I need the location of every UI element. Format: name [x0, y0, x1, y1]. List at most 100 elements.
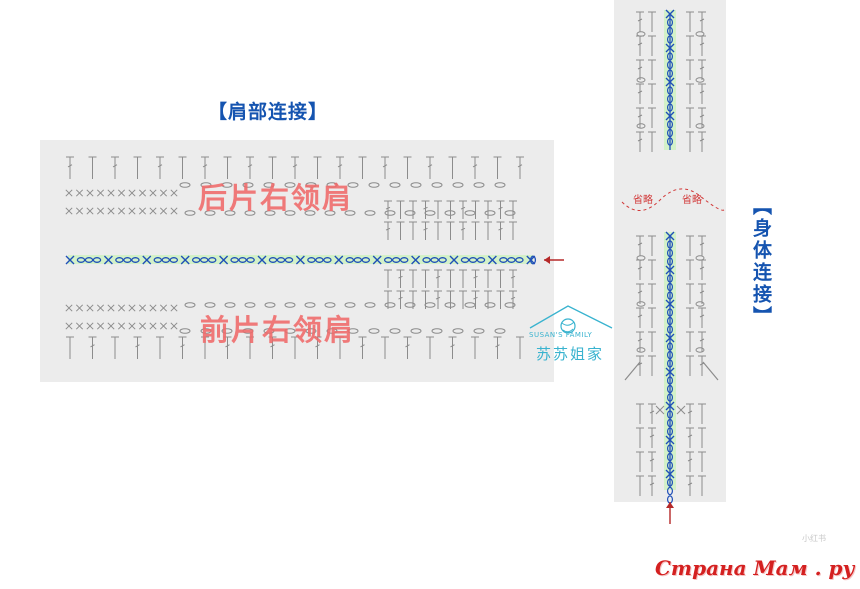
tall-stitch-mark	[686, 427, 694, 448]
chain-stitch-mark	[636, 347, 646, 353]
arrow-left-head	[544, 256, 550, 264]
chain-stitch-mark	[315, 257, 324, 263]
tall-stitch-mark	[291, 156, 299, 179]
tall-stitch-mark	[648, 331, 656, 352]
tall-stitch-mark	[384, 221, 392, 240]
tall-stitch-mark	[496, 290, 505, 309]
tall-stitch-mark	[648, 35, 656, 56]
single-crochet-mark	[107, 322, 115, 330]
omitted-label-right: 省略	[682, 195, 702, 206]
tall-stitch-mark	[698, 107, 706, 128]
tall-stitch-mark	[698, 259, 706, 280]
body-join-heading: 【身体连接】	[750, 196, 772, 328]
tall-stitch-mark	[636, 427, 644, 448]
tall-stitch-mark	[636, 475, 644, 496]
tall-stitch-mark	[133, 156, 142, 179]
chain-stitch-mark	[484, 302, 496, 308]
tall-stitch-mark	[648, 131, 656, 152]
chain-stitch-mark	[666, 128, 673, 138]
chain-stitch-mark	[391, 257, 401, 263]
chain-stitch-mark	[410, 182, 422, 188]
tall-stitch-mark	[509, 200, 517, 219]
chain-stitch-mark	[84, 257, 94, 263]
tall-stitch-mark	[636, 235, 644, 256]
chain-stitch-mark	[264, 302, 276, 308]
yarn-ball-icon	[529, 305, 613, 334]
chain-stitch-mark	[666, 137, 673, 146]
body-stitch-columns	[624, 11, 719, 496]
chain-stitch-mark	[199, 257, 209, 263]
chain-stitch-mark	[221, 182, 233, 188]
chain-stitch-mark	[153, 257, 163, 263]
tall-stitch-mark	[396, 221, 405, 240]
chain-stitch-mark	[666, 60, 673, 70]
tall-stitch-mark	[636, 307, 644, 328]
tall-stitch-mark	[396, 269, 405, 288]
tall-stitch-mark	[448, 156, 457, 179]
single-crochet-mark	[128, 207, 136, 215]
tall-stitch-mark	[686, 451, 694, 472]
site-logo: Страна Мам . ру	[655, 556, 855, 580]
tall-stitch-mark	[446, 290, 455, 309]
tall-stitch-mark	[434, 200, 442, 219]
single-crochet-mark	[65, 207, 73, 215]
chain-stitch-mark	[507, 257, 516, 263]
chain-stitch-mark	[368, 328, 380, 334]
tall-stitch-mark	[636, 259, 644, 280]
tall-stitch-mark	[698, 59, 706, 80]
tall-stitch-mark	[268, 336, 277, 359]
single-crochet-mark	[117, 322, 126, 330]
tall-stitch-mark	[648, 283, 656, 304]
single-crochet-mark	[170, 207, 178, 215]
tall-stitch-mark	[686, 307, 694, 328]
chain-stitch-mark	[284, 328, 296, 334]
chain-stitch-mark	[666, 26, 673, 36]
chain-stitch-mark	[494, 328, 506, 334]
single-crochet-mark	[665, 265, 675, 275]
single-crochet-mark	[665, 111, 675, 121]
chain-stitch-mark	[323, 257, 332, 263]
tall-stitch-mark	[698, 11, 706, 32]
chain-stitch-mark	[305, 328, 317, 334]
chain-stitch-mark	[666, 35, 673, 44]
single-crochet-mark	[676, 405, 686, 415]
single-crochet-mark	[170, 322, 178, 330]
single-crochet-mark	[149, 189, 157, 197]
tall-stitch-mark	[636, 331, 644, 352]
chain-stitch-mark	[636, 77, 646, 83]
tall-stitch-mark	[484, 200, 492, 219]
chain-stitch-mark	[368, 182, 380, 188]
single-crochet-mark	[257, 255, 267, 265]
single-crochet-mark	[665, 333, 675, 343]
chain-stitch-mark	[666, 452, 673, 462]
tall-stitch-mark	[88, 336, 97, 359]
tall-stitch-mark	[636, 403, 644, 424]
chain-stitch-mark	[666, 120, 673, 129]
single-crochet-mark	[655, 405, 665, 415]
yarn-ball	[560, 318, 576, 334]
single-crochet-mark	[107, 207, 115, 215]
chain-stitch-mark	[353, 257, 363, 263]
tall-stitch-mark	[698, 475, 706, 496]
tall-stitch-mark	[636, 83, 644, 104]
chain-stitch-mark	[324, 210, 336, 216]
chain-stitch-mark	[695, 77, 705, 83]
single-crochet-mark	[65, 322, 73, 330]
single-crochet-mark	[149, 207, 157, 215]
single-crochet-mark	[107, 304, 115, 312]
chain-stitch-mark	[244, 210, 256, 216]
chain-stitch-mark	[344, 302, 356, 308]
body-join-column	[665, 9, 675, 504]
chain-stitch-mark	[444, 302, 456, 308]
tall-stitch-mark	[471, 156, 479, 179]
watermark-roof	[529, 305, 613, 329]
omitted-label-left: 省略	[633, 195, 653, 206]
single-crochet-mark	[117, 189, 126, 197]
single-crochet-mark	[75, 304, 84, 312]
single-crochet-mark	[86, 322, 94, 330]
tall-stitch-mark	[358, 156, 367, 179]
tall-stitch-mark	[686, 107, 694, 128]
chain-stitch-mark	[263, 182, 275, 188]
chain-stitch-mark	[695, 255, 705, 261]
single-crochet-mark	[159, 189, 168, 197]
